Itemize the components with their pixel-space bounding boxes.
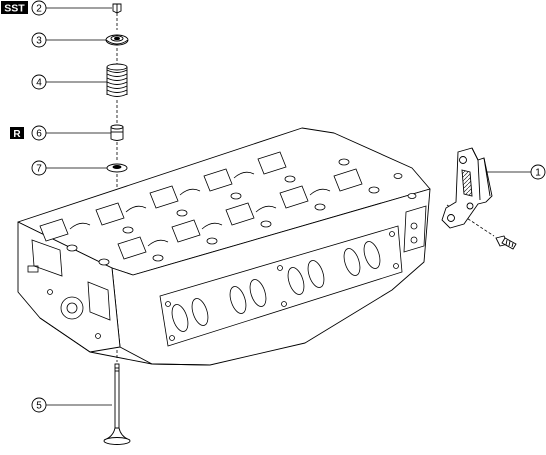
callout-leaders (46, 7, 531, 406)
callout-2: 2 (31, 0, 47, 16)
callout-1-number: 1 (535, 168, 541, 179)
sst-badge: SST (1, 1, 28, 15)
callout-6-number: 6 (36, 129, 42, 140)
callout-5: 5 (31, 397, 47, 413)
callout-7: 7 (31, 160, 47, 176)
callout-6: 6 (31, 125, 47, 141)
bracket (441, 147, 493, 229)
callout-3-number: 3 (36, 36, 42, 47)
camshaft-caps (39, 151, 363, 260)
callout-7-number: 7 (36, 164, 42, 175)
callout-1: 1 (530, 164, 546, 180)
r-badge-text: R (13, 129, 21, 140)
r-badge: R (10, 127, 24, 140)
exhaust-flange (159, 225, 403, 347)
exhaust-ports (171, 241, 381, 332)
upper-spring-seat (105, 34, 129, 46)
callout-4-number: 4 (36, 78, 42, 89)
valve-keeper (112, 3, 122, 14)
callout-3: 3 (31, 32, 47, 48)
cylinder-head-end-details (27, 239, 111, 339)
valve-seal (110, 124, 124, 141)
callout-4: 4 (31, 74, 47, 90)
cylinder-head (17, 127, 431, 366)
callout-5-number: 5 (36, 401, 42, 412)
valve-spring (106, 63, 128, 98)
bracket-bolt (495, 235, 517, 250)
callout-2-number: 2 (36, 4, 42, 15)
cylinder-head-right-details (403, 205, 427, 253)
lower-spring-seat (106, 163, 128, 173)
valve (103, 363, 131, 445)
sst-badge-text: SST (4, 3, 25, 15)
head-bolt-bosses (66, 158, 417, 266)
cam-journals (69, 171, 331, 247)
